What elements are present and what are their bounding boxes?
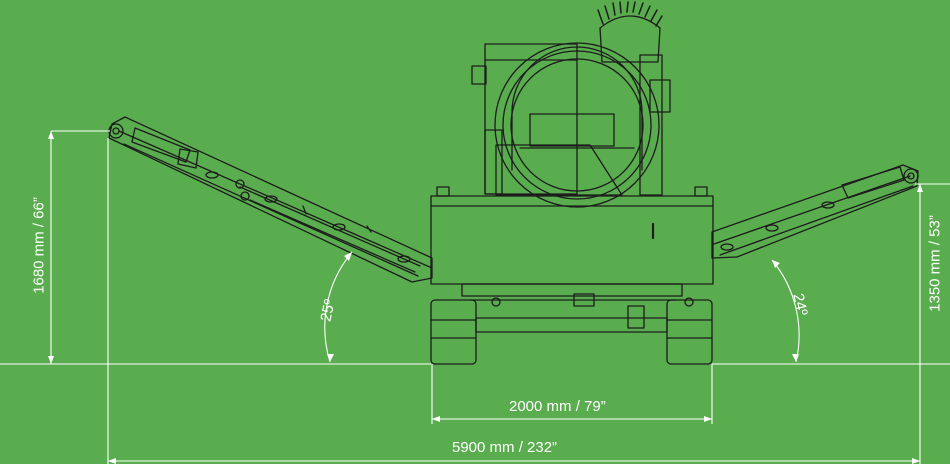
dimension-lines	[0, 130, 950, 464]
brush-bristles	[597, 1, 663, 27]
left-height-label: 1680 mm / 66”	[30, 197, 48, 294]
track-width-label: 2000 mm / 79”	[509, 398, 606, 415]
chassis-body	[430, 186, 714, 329]
left-conveyor	[108, 116, 433, 283]
screen-drum-assembly	[471, 15, 671, 208]
right-conveyor	[711, 164, 919, 259]
tracks	[430, 299, 713, 365]
right-height-label: 1350 mm / 53”	[926, 215, 944, 312]
total-width-label: 5900 mm / 232”	[452, 439, 558, 456]
